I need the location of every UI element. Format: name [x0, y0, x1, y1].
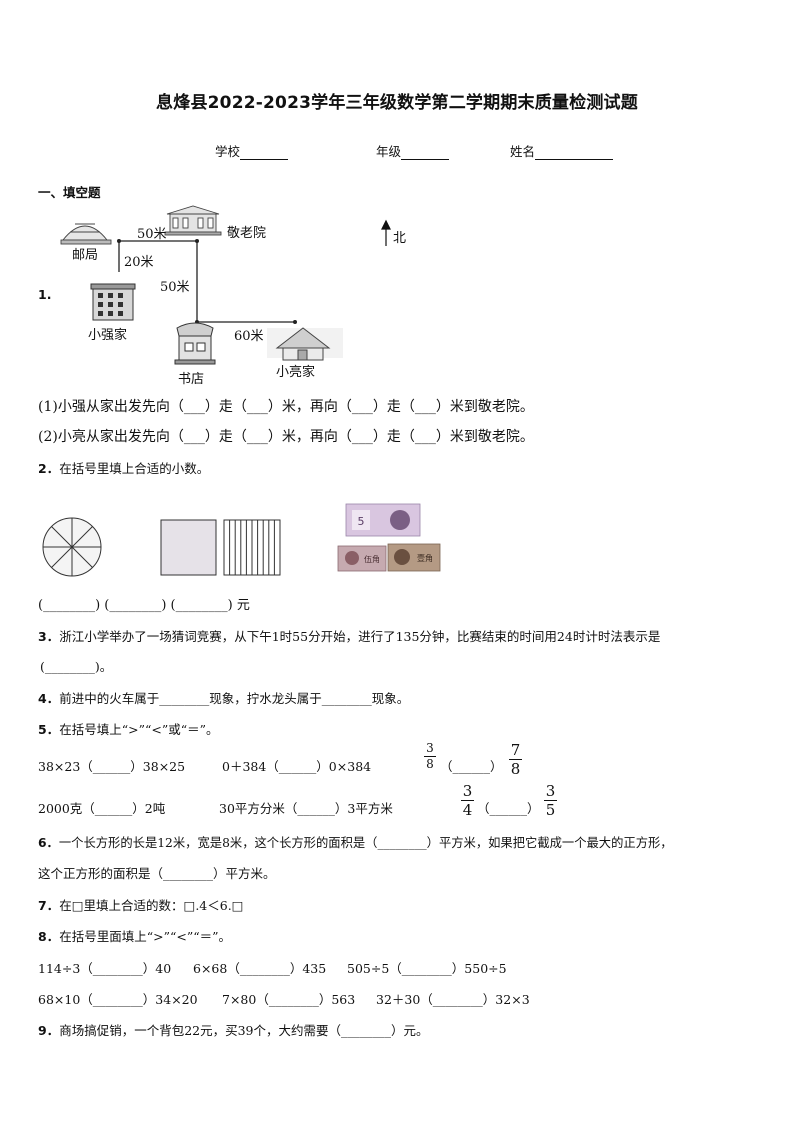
xiaoqiang-home-icon [90, 283, 136, 321]
name-blank[interactable] [535, 145, 614, 160]
label-north: 北 [393, 231, 407, 246]
post-office-icon [60, 223, 112, 245]
money-notes-figure: 5 伍角 壹角 [337, 503, 441, 572]
q2-number: 2． [38, 461, 60, 476]
note-yijiao-label: 壹角 [417, 553, 433, 563]
q2-text: 在括号里填上合适的小数。 [59, 461, 210, 476]
q5-r1c2: 0＋384（______）0×384 [222, 759, 372, 774]
frac-den: 8 [510, 760, 521, 778]
xiaoliang-home-icon [267, 327, 343, 361]
q1-number: 1. [38, 287, 52, 302]
page-title: 息烽县2022-2023学年三年级数学第二学期期末质量检测试题 [156, 93, 638, 113]
q2-figures: 5 伍角 壹角 [42, 503, 441, 577]
north-arrow-icon [381, 219, 391, 246]
label-xiaoqiang-home: 小强家 [88, 328, 128, 343]
q8-r2-item: 7×80（________）563 [222, 992, 356, 1007]
q8-r1-item: 114÷3（________）40 [38, 961, 172, 976]
q3-number: 3． [38, 629, 60, 644]
school-label: 学校 [215, 144, 241, 159]
q7-text: 在□里填上合适的数：□.4＜6.□ [59, 898, 244, 913]
note-wujiao-label: 伍角 [364, 554, 380, 564]
frac-num: 3 [462, 782, 473, 800]
shaded-square-figure [160, 519, 217, 576]
frac-den: 4 [462, 801, 473, 819]
q8-r2-item: 32＋30（________）32×3 [376, 992, 530, 1007]
q9-text: 商场搞促销，一个背包22元，买39个，大约需要（________）元。 [59, 1023, 429, 1038]
label-post-office: 邮局 [72, 248, 99, 263]
q1-line2: (2)小亮从家出发先向（___）走（___）米，再向（___）走（___）米到敬… [38, 429, 534, 445]
label-bookstore: 书店 [178, 372, 205, 387]
frac-den: 5 [545, 801, 556, 819]
q8-r2-item: 68×10（________）34×20 [38, 992, 198, 1007]
label-nursing-home: 敬老院 [227, 226, 267, 241]
q6-text: 一个长方形的长是12米，宽是8米，这个长方形的面积是（________）平方米，… [58, 836, 673, 850]
name-field[interactable]: 姓名 [510, 141, 614, 160]
q8-r1-item: 505÷5（________）550÷5 [347, 961, 507, 976]
q6-text2: 这个正方形的面积是（________）平方米。 [38, 866, 276, 881]
label-dist-50a: 50米 [137, 227, 167, 242]
grade-label: 年级 [376, 144, 402, 159]
q6-number: 6． [38, 836, 59, 850]
label-dist-50b: 50米 [160, 280, 190, 295]
frac-den: 8 [426, 757, 434, 771]
frac-num: 7 [510, 741, 521, 759]
q5-r2c1: 2000克（______）2吨 [38, 801, 166, 816]
q1-line1: (1)小强从家出发先向（___）走（___）米，再向（___）走（___）米到敬… [38, 399, 534, 415]
label-dist-60: 60米 [234, 329, 264, 344]
q5-r1c3: （______） [440, 759, 503, 774]
q4-text: 前进中的火车属于________现象，拧水龙头属于________现象。 [59, 691, 410, 706]
note-five-label: 5 [358, 515, 365, 528]
section-heading: 一、填空题 [38, 185, 101, 200]
q3-text: 浙江小学举办了一场猜词竞赛，从下午1时55分开始，进行了135分钟，比赛结束的时… [59, 629, 661, 644]
grade-blank[interactable] [401, 145, 450, 160]
striped-rect-figure [223, 519, 281, 576]
grade-field[interactable]: 年级 [376, 141, 450, 160]
q5-r2c2: 30平方分米（______）3平方米 [219, 801, 393, 816]
nursing-home-icon [164, 205, 222, 236]
label-xiaoliang-home: 小亮家 [276, 365, 316, 380]
school-field[interactable]: 学校 [215, 141, 289, 160]
q1-map-diagram [60, 205, 391, 365]
q5-r2c3: （______） [477, 801, 540, 816]
q4-number: 4． [38, 691, 60, 706]
q9-number: 9． [38, 1023, 60, 1038]
q2-answers: (________) (________) (________) 元 [38, 598, 250, 613]
frac-num: 3 [426, 741, 434, 755]
label-dist-20: 20米 [124, 255, 154, 270]
name-label: 姓名 [510, 144, 536, 159]
pie-circle-figure [42, 517, 102, 577]
school-blank[interactable] [240, 145, 289, 160]
q5-r1c1: 38×23（______）38×25 [38, 759, 186, 774]
q8-text: 在括号里面填上“>”“<”“＝”。 [59, 929, 231, 944]
q8-number: 8． [38, 929, 60, 944]
bookstore-icon [174, 322, 216, 365]
q5-text: 在括号填上“>”“<”或“＝”。 [59, 722, 219, 737]
frac-num: 3 [545, 782, 556, 800]
q5-number: 5． [38, 722, 60, 737]
q3-text2: (________)。 [40, 659, 113, 674]
q7-number: 7． [38, 898, 60, 913]
q8-r1-item: 6×68（________）435 [193, 961, 327, 976]
